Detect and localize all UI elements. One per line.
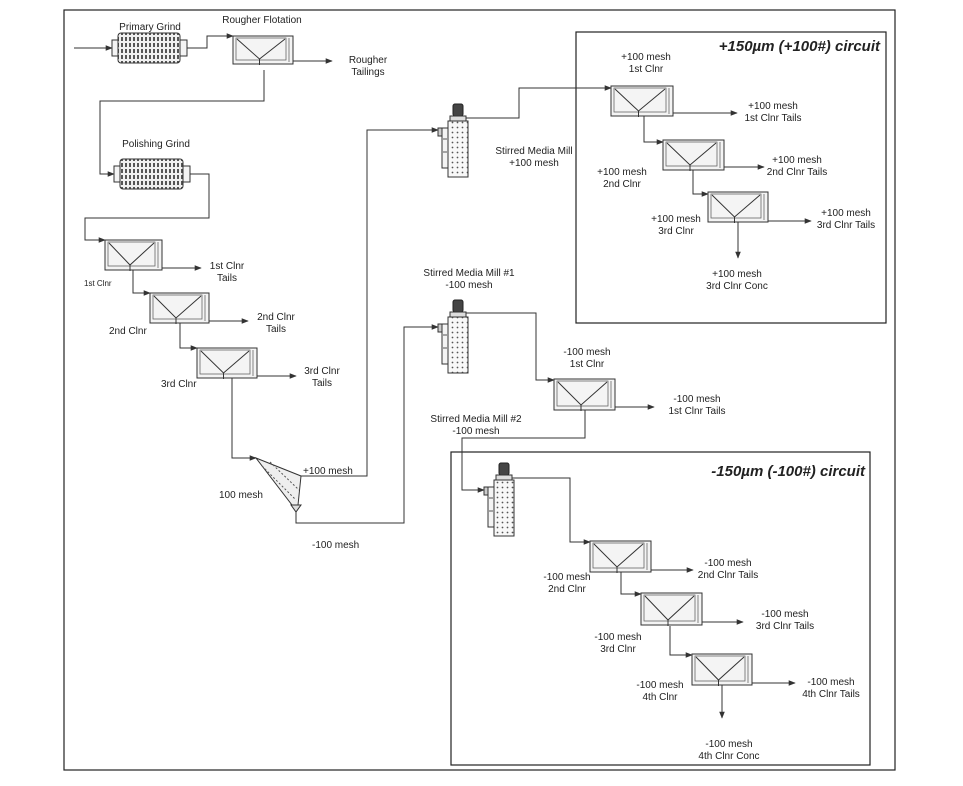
- label-m4t-2: 4th Clnr Tails: [802, 689, 860, 700]
- flow-smm-to-p1: [460, 85, 612, 120]
- screen-100-mesh: [254, 456, 302, 513]
- flow-polish-to-c1: [84, 173, 210, 243]
- primary-grind-mill: [111, 32, 188, 64]
- label-p2t-1: +100 mesh: [772, 155, 822, 166]
- stirred-mill-1: [437, 299, 469, 374]
- stirred-mill-2: [483, 462, 515, 537]
- minus-cleaner-3-cell: [640, 592, 703, 626]
- label-p3-2: 3rd Clnr: [658, 226, 694, 237]
- minus-circuit-title: -150µm (-100#) circuit: [711, 463, 866, 480]
- label-p1-2: 1st Clnr: [629, 64, 664, 75]
- label-m4t-1: -100 mesh: [807, 677, 854, 688]
- cleaner-1-cell: [104, 239, 163, 271]
- plus-cleaner-3-cell: [707, 191, 769, 223]
- label-c1: 1st Clnr: [84, 279, 112, 288]
- label-polishing-grind: Polishing Grind: [122, 139, 190, 150]
- label-c3: 3rd Clnr: [161, 379, 197, 390]
- label-m1-1: -100 mesh: [563, 347, 610, 358]
- flow-plus100: [301, 127, 439, 477]
- label-p2t-2: 2nd Clnr Tails: [767, 167, 827, 178]
- minus-cleaner-2-cell: [589, 540, 652, 573]
- label-m1t-1: -100 mesh: [673, 394, 720, 405]
- label-smm-plus-2: +100 mesh: [509, 158, 559, 169]
- label-c2-tails-2: Tails: [266, 324, 286, 335]
- label-mc-2: 4th Clnr Conc: [698, 751, 759, 762]
- flow-grind-to-rougher: [187, 33, 234, 49]
- label-smm-plus-1: Stirred Media Mill: [495, 146, 572, 157]
- flow-c3-to-screen: [231, 378, 257, 461]
- label-smm1-1: Stirred Media Mill #1: [423, 268, 515, 279]
- flow-m2-to-m3: [620, 572, 642, 597]
- flow-c1-to-c2: [132, 270, 151, 296]
- plus-circuit-title: +150µm (+100#) circuit: [719, 38, 881, 55]
- label-minus100: -100 mesh: [312, 540, 359, 551]
- flow-smm1-to-m1: [460, 312, 555, 383]
- label-primary-grind: Primary Grind: [119, 22, 181, 33]
- label-c3-tails-2: Tails: [312, 378, 332, 389]
- label-p3t-1: +100 mesh: [821, 208, 871, 219]
- label-smm2-1: Stirred Media Mill #2: [430, 414, 522, 425]
- label-screen: 100 mesh: [219, 490, 263, 501]
- cleaner-3-cell: [196, 347, 258, 379]
- flow-smm2-to-m2: [507, 477, 591, 545]
- minus-cleaner-4-cell: [691, 653, 753, 686]
- minus-circuit-box: [450, 451, 871, 766]
- label-rougher-tailings-1: Rougher: [349, 55, 388, 66]
- label-rougher-tailings-2: Tailings: [351, 67, 384, 78]
- plus-circuit-box: [575, 31, 887, 324]
- plus-cleaner-1-cell: [610, 85, 674, 117]
- stirred-media-mills: [437, 103, 515, 537]
- label-p1t-2: 1st Clnr Tails: [744, 113, 801, 124]
- cleaner-2-cell: [149, 292, 210, 324]
- label-c1-tails-1: 1st Clnr: [210, 261, 245, 272]
- label-p1t-1: +100 mesh: [748, 101, 798, 112]
- label-smm1-2: -100 mesh: [445, 280, 492, 291]
- label-m1t-2: 1st Clnr Tails: [668, 406, 725, 417]
- label-m3-2: 3rd Clnr: [600, 644, 636, 655]
- flow-rougher-to-polish: [99, 70, 265, 177]
- outer-frame: [63, 9, 896, 771]
- stirred-mill-plus: [437, 103, 469, 178]
- label-p3-1: +100 mesh: [651, 214, 701, 225]
- label-pc-1: +100 mesh: [712, 269, 762, 280]
- label-c1-tails-2: Tails: [217, 273, 237, 284]
- label-c3-tails-1: 3rd Clnr: [304, 366, 340, 377]
- label-m3t-1: -100 mesh: [761, 609, 808, 620]
- label-c2-tails-1: 2nd Clnr: [257, 312, 295, 323]
- label-m2t-1: -100 mesh: [704, 558, 751, 569]
- label-m2t-2: 2nd Clnr Tails: [698, 570, 758, 581]
- flow-m1-to-smm2: [461, 410, 586, 493]
- label-smm2-2: -100 mesh: [452, 426, 499, 437]
- minus-cleaner-1-cell: [553, 378, 616, 411]
- label-m2-1: -100 mesh: [543, 572, 590, 583]
- flow-minus100: [295, 324, 439, 524]
- flow-p2-to-p3: [692, 170, 709, 197]
- label-p1-1: +100 mesh: [621, 52, 671, 63]
- label-plus100: +100 mesh: [303, 466, 353, 477]
- plus-cleaner-2-cell: [662, 139, 725, 171]
- label-p3t-2: 3rd Clnr Tails: [817, 220, 875, 231]
- flotation-cells: [104, 35, 769, 686]
- label-c2: 2nd Clnr: [109, 326, 147, 337]
- label-p2-1: +100 mesh: [597, 167, 647, 178]
- label-m4-1: -100 mesh: [636, 680, 683, 691]
- flow-p1-to-p2: [643, 116, 664, 145]
- rougher-flotation-cell: [232, 35, 294, 65]
- label-rougher-flotation: Rougher Flotation: [222, 15, 302, 26]
- label-m2-2: 2nd Clnr: [548, 584, 586, 595]
- polishing-grind-mill: [113, 158, 191, 190]
- flow-m3-to-m4: [669, 626, 693, 658]
- label-mc-1: -100 mesh: [705, 739, 752, 750]
- label-pc-2: 3rd Clnr Conc: [706, 281, 768, 292]
- label-m4-2: 4th Clnr: [642, 692, 678, 703]
- label-p2-2: 2nd Clnr: [603, 179, 641, 190]
- label-m1-2: 1st Clnr: [570, 359, 605, 370]
- label-m3-1: -100 mesh: [594, 632, 641, 643]
- label-m3t-2: 3rd Clnr Tails: [756, 621, 814, 632]
- labels: Primary Grind Rougher Flotation Rougher …: [84, 15, 875, 762]
- flow-c2-to-c3: [179, 323, 198, 351]
